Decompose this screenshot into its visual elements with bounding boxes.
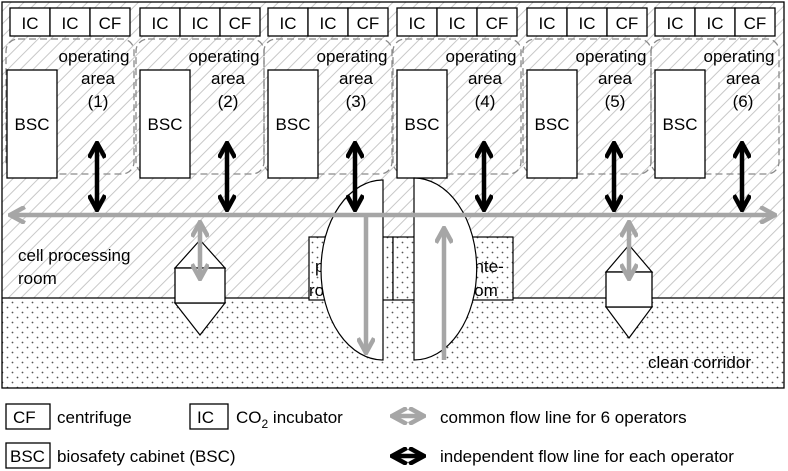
bsc-label: BSC — [405, 115, 440, 134]
incubator-1-box — [526, 7, 568, 37]
legend-bsc-box — [5, 442, 51, 469]
bsc-box — [654, 69, 706, 179]
incubator-2-box — [566, 7, 608, 37]
incubator-1-label: IC — [539, 14, 556, 33]
centrifuge-label: CF — [99, 14, 122, 33]
centrifuge-box — [476, 7, 518, 37]
centrifuge-box — [606, 7, 648, 37]
operating-area-label-1: operating — [59, 47, 130, 66]
operating-area-label-2: area — [339, 69, 374, 88]
operating-area-number: (1) — [88, 92, 109, 111]
operating-area-number: (2) — [218, 92, 239, 111]
operating-area-label-2: area — [598, 69, 633, 88]
operating-area-6: IC IC CF BSC operating area (6) — [650, 7, 780, 179]
incubator-2-label: IC — [192, 14, 209, 33]
centrifuge-label: CF — [616, 14, 639, 33]
incubator-2-label: IC — [707, 14, 724, 33]
operating-area-5: IC IC CF BSC operating area (5) — [522, 7, 652, 179]
bsc-box — [6, 69, 58, 179]
incubator-1-label: IC — [280, 14, 297, 33]
incubator-1-box — [654, 7, 696, 37]
bsc-label: BSC — [276, 115, 311, 134]
operating-area-label-1: operating — [317, 47, 388, 66]
cell-processing-room-label-1: cell processing — [18, 246, 130, 265]
operating-area-label-2: area — [211, 69, 246, 88]
operating-area-number: (3) — [346, 92, 367, 111]
incubator-2-box — [179, 7, 221, 37]
operating-area-number: (5) — [605, 92, 626, 111]
bsc-box — [139, 69, 191, 179]
operating-area-label-2: area — [726, 69, 761, 88]
legend-common-text: common flow line for 6 operators — [440, 408, 687, 427]
centrifuge-box — [347, 7, 389, 37]
facility-outline — [1, 1, 785, 389]
operating-area-3: IC IC CF BSC operating area (3) — [263, 7, 393, 179]
centrifuge-label: CF — [229, 14, 252, 33]
legend-bsc-text: biosafety cabinet (BSC) — [57, 447, 236, 466]
centrifuge-label: CF — [486, 14, 509, 33]
legend: CF centrifuge IC CO2 incubator common fl… — [5, 403, 734, 469]
operating-area-number: (6) — [733, 92, 754, 111]
operating-area-label-2: area — [81, 69, 116, 88]
operating-area-4: IC IC CF BSC operating area (4) — [392, 7, 522, 179]
operating-area-label-1: operating — [576, 47, 647, 66]
incubator-2-box — [694, 7, 736, 37]
centrifuge-box — [219, 7, 261, 37]
legend-ic-box — [189, 403, 229, 430]
incubator-1-label: IC — [152, 14, 169, 33]
legend-ic-code: IC — [197, 408, 214, 427]
operating-area-label-2: area — [468, 69, 503, 88]
operating-area-boundary — [392, 38, 522, 175]
legend-independent-text: independent flow line for each operator — [440, 447, 734, 466]
legend-cf-box — [5, 403, 51, 430]
independent-flow-arrows — [97, 143, 742, 210]
bsc-box — [267, 69, 319, 179]
incubator-1-label: IC — [22, 14, 39, 33]
bsc-label: BSC — [15, 115, 50, 134]
legend-ic-text: CO2 incubator — [236, 408, 343, 431]
clean-corridor-label: clean corridor — [648, 353, 751, 372]
incubator-2-label: IC — [320, 14, 337, 33]
incubator-1-box — [139, 7, 181, 37]
operating-area-label-1: operating — [189, 47, 260, 66]
bsc-box — [396, 69, 448, 179]
operating-area-label-1: operating — [446, 47, 517, 66]
incubator-2-label: IC — [62, 14, 79, 33]
operating-area-label-1: operating — [704, 47, 775, 66]
incubator-2-box — [307, 7, 349, 37]
incubator-1-box — [396, 7, 438, 37]
cell-processing-room-label-2: room — [18, 269, 57, 288]
centrifuge-box — [734, 7, 776, 37]
operating-areas: IC IC CF BSC operating area (1) IC IC CF BSC operat… — [5, 7, 780, 179]
operating-area-1: IC IC CF BSC operating area (1) — [5, 7, 135, 179]
operating-area-number: (4) — [475, 92, 496, 111]
incubator-1-box — [9, 7, 51, 37]
incubator-1-label: IC — [667, 14, 684, 33]
bsc-label: BSC — [663, 115, 698, 134]
bsc-label: BSC — [535, 115, 570, 134]
centrifuge-label: CF — [744, 14, 767, 33]
incubator-2-label: IC — [579, 14, 596, 33]
centrifuge-box — [89, 7, 131, 37]
bsc-label: BSC — [148, 115, 183, 134]
clean-corridor — [2, 298, 784, 388]
incubator-1-label: IC — [409, 14, 426, 33]
legend-bsc-code: BSC — [10, 447, 45, 466]
incubator-2-box — [49, 7, 91, 37]
operating-area-boundary — [263, 38, 393, 175]
operating-area-boundary — [5, 38, 135, 175]
bsc-box — [526, 69, 578, 179]
legend-cf-code: CF — [13, 408, 36, 427]
incubator-2-label: IC — [449, 14, 466, 33]
centrifuge-label: CF — [357, 14, 380, 33]
operating-area-boundary — [650, 38, 780, 175]
operating-area-2: IC IC CF BSC operating area (2) — [135, 7, 265, 179]
legend-cf-text: centrifuge — [57, 408, 132, 427]
